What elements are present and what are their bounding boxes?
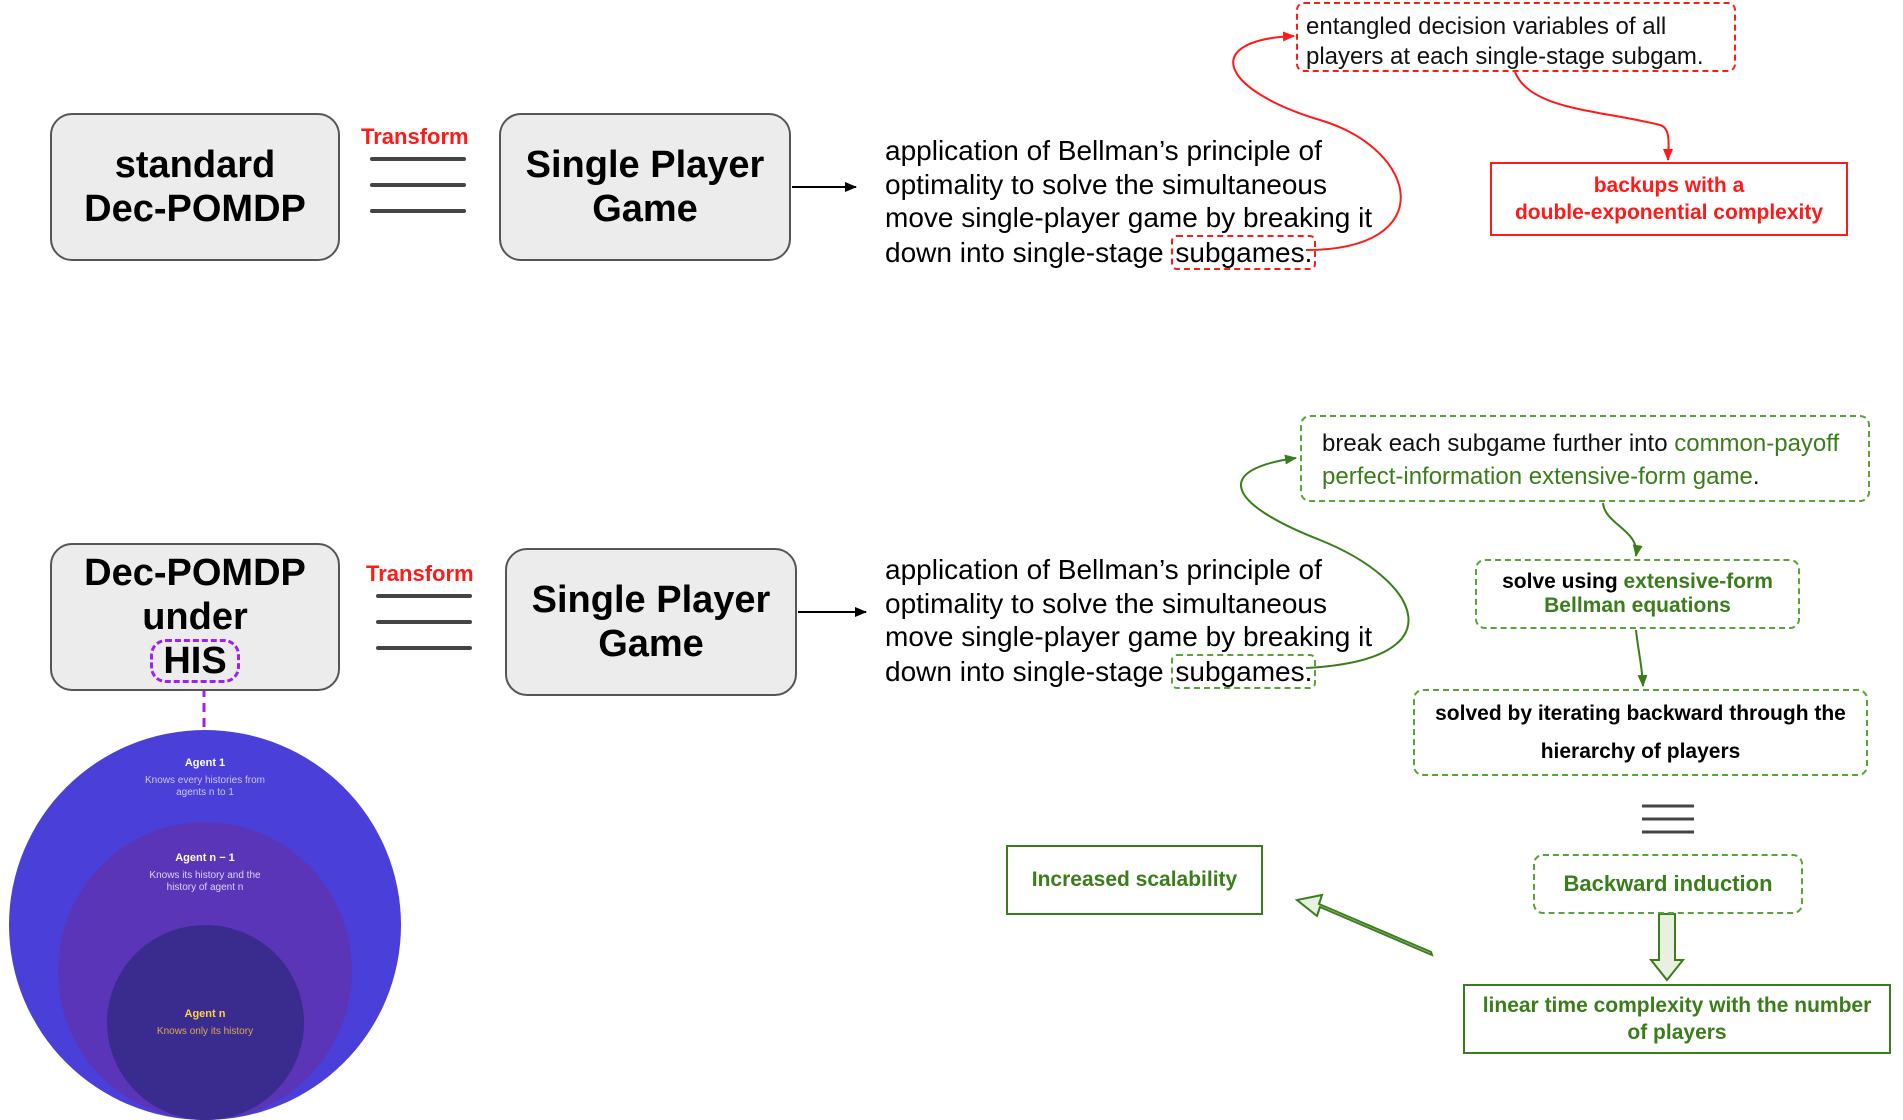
box-label-line: Game — [598, 623, 704, 665]
equiv-bar — [376, 646, 472, 650]
linear-complexity-box: linear time complexity with the number o… — [1463, 984, 1891, 1054]
linear-line: of players — [1627, 1021, 1727, 1044]
para-line: optimality to solve the simultaneous — [885, 168, 1327, 200]
break-green-text: perfect-information extensive-form game — [1322, 463, 1753, 490]
standard-dec-pomdp-box: standard Dec-POMDP — [50, 113, 340, 261]
agent-desc: Knows its history and the — [149, 870, 261, 881]
result-line: backups with a — [1593, 174, 1745, 197]
agent-1-label: Agent 1 Knows every histories from agent… — [105, 757, 305, 799]
agent-desc: agents n to 1 — [176, 787, 234, 798]
agent-title: Agent 1 — [184, 757, 226, 769]
backward-induction-box: Backward induction — [1533, 854, 1803, 914]
equiv-bar — [370, 157, 466, 161]
break-line-2: perfect-information extensive-form game. — [1322, 460, 1868, 493]
green-curve-break-to-solve — [1602, 502, 1643, 557]
para-line: optimality to solve the simultaneous — [885, 587, 1327, 619]
para-line: application of Bellman’s principle of — [885, 554, 1322, 585]
break-subgame-box: break each subgame further into common-p… — [1300, 415, 1870, 502]
hollow-diag-arrow — [1294, 893, 1434, 957]
solve-green-text: extensive-form — [1623, 570, 1773, 593]
his-highlight: HIS — [150, 639, 240, 683]
double-exponential-result-box: backups with a double-exponential comple… — [1490, 162, 1848, 236]
transform-label-bottom: Transform — [366, 561, 474, 586]
break-text: . — [1752, 463, 1760, 490]
red-curve-subgames-to-note — [1232, 31, 1402, 251]
agent-n-circle — [107, 925, 304, 1120]
subgames-highlight-top: subgames. — [1171, 234, 1317, 270]
para-line: down into single-stage subgames. — [885, 653, 1405, 689]
para-line: move single-player game by breaking it — [885, 621, 1373, 652]
agent-title: Agent n − 1 — [175, 852, 235, 864]
green-curve-subgames-to-break — [1240, 454, 1410, 669]
box-label-line: Dec-POMDP — [84, 188, 306, 230]
box-label-line: Single Player — [525, 144, 765, 186]
box-label-line: under — [142, 596, 248, 638]
scalability-label: Increased scalability — [1031, 868, 1238, 891]
agent-n-label: Agent n Knows only its history — [105, 1008, 305, 1038]
transform-label-top: Transform — [361, 124, 469, 149]
agent-title: Agent n — [184, 1008, 226, 1020]
single-player-game-box-bottom: Single Player Game — [505, 548, 797, 696]
hollow-down-arrow — [1648, 913, 1686, 982]
break-text: break each subgame further into — [1322, 430, 1675, 457]
break-green-text: common-payoff — [1674, 430, 1840, 457]
iterate-line: hierarchy of players — [1540, 739, 1741, 763]
break-line-1: break each subgame further into common-p… — [1322, 427, 1868, 460]
box-label-line: standard — [114, 144, 276, 186]
single-player-game-box-top: Single Player Game — [499, 113, 791, 261]
solve-line-2: Bellman equations — [1544, 594, 1731, 617]
iterate-line: solved by iterating backward through the — [1435, 701, 1846, 725]
dec-pomdp-his-box: Dec-POMDP under HIS — [50, 543, 340, 691]
agent-desc: Knows every histories from — [144, 775, 266, 786]
equiv-bar — [370, 209, 466, 213]
green-line-solve-to-iterate — [1635, 629, 1648, 687]
para-line: down into single-stage subgames. — [885, 234, 1405, 270]
backward-induction-label: Backward induction — [1563, 871, 1773, 896]
equiv-bar — [370, 183, 466, 187]
para-line: application of Bellman’s principle of — [885, 135, 1322, 166]
result-line: double-exponential complexity — [1514, 201, 1824, 224]
increased-scalability-box: Increased scalability — [1006, 845, 1263, 915]
para-line-text: down into single-stage — [885, 655, 1164, 687]
note-line: players at each single-stage subgam. — [1306, 43, 1704, 70]
agent-n-minus-1-label: Agent n − 1 Knows its history and the hi… — [105, 852, 305, 894]
bellman-description-bottom: application of Bellman’s principle of op… — [885, 553, 1405, 689]
red-curve-note-to-result — [1514, 71, 1674, 161]
agent-desc: Knows only its history — [156, 1026, 254, 1037]
solve-extensive-form-box: solve using extensive-form Bellman equat… — [1475, 559, 1800, 629]
iterate-backward-box: solved by iterating backward through the… — [1413, 689, 1868, 776]
box-label-line: Game — [592, 188, 698, 230]
equiv-bar — [376, 620, 472, 624]
box-label-line: Dec-POMDP — [84, 552, 306, 594]
note-line: entangled decision variables of all — [1306, 13, 1667, 40]
linear-line: linear time complexity with the number — [1482, 994, 1872, 1017]
solve-line-1: solve using extensive-form — [1502, 570, 1773, 594]
solve-text: solve using — [1502, 570, 1624, 593]
entangled-variables-note: entangled decision variables of all play… — [1296, 2, 1736, 72]
subgames-highlight-bottom: subgames. — [1171, 653, 1317, 689]
para-line-text: down into single-stage — [885, 236, 1164, 268]
box-label-line: Single Player — [531, 579, 771, 621]
equiv-bar — [376, 594, 472, 598]
agent-desc: history of agent n — [166, 882, 244, 893]
para-line: move single-player game by breaking it — [885, 202, 1373, 233]
bellman-description-top: application of Bellman’s principle of op… — [885, 134, 1405, 270]
